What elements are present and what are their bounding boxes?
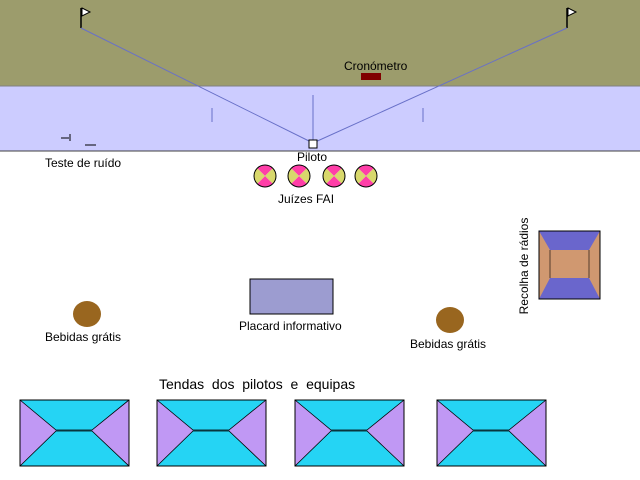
judge-icon (287, 164, 311, 188)
pilot-marker-icon (308, 139, 318, 149)
noise-test-label: Teste de ruído (45, 156, 122, 170)
radio-station-icon (538, 230, 601, 300)
drinks-icon (436, 307, 464, 333)
tent-icon (294, 399, 405, 467)
flag-icon (80, 7, 92, 28)
tent-icon (436, 399, 547, 467)
info-board (249, 278, 334, 315)
drinks-label-left: Bebidas grátis (45, 330, 122, 344)
field-area (0, 0, 640, 86)
tent-icon (19, 399, 130, 467)
guide-line-left (80, 27, 314, 144)
tents-label: Tendas dos pilotos e equipas (159, 376, 356, 392)
pilot-label: Piloto (297, 150, 328, 164)
judges-group (253, 164, 378, 188)
judge-icon (354, 164, 378, 188)
info-board-label: Placard informativo (239, 319, 342, 333)
drinks-icon (73, 301, 101, 327)
noise-test-marker (61, 134, 96, 146)
guide-line-right (312, 27, 568, 144)
tents-group (19, 399, 547, 467)
timer-box (361, 73, 381, 80)
judge-icon (322, 164, 346, 188)
runway-area (0, 86, 640, 151)
tent-icon (156, 399, 267, 467)
flag-icon (566, 7, 578, 28)
judge-icon (253, 164, 277, 188)
radio-collection-label: Recolha de rádios (517, 217, 531, 315)
timer-label: Cronómetro (344, 59, 408, 73)
judges-label: Juízes FAI (278, 192, 335, 206)
drinks-label-right: Bebidas grátis (410, 337, 487, 351)
